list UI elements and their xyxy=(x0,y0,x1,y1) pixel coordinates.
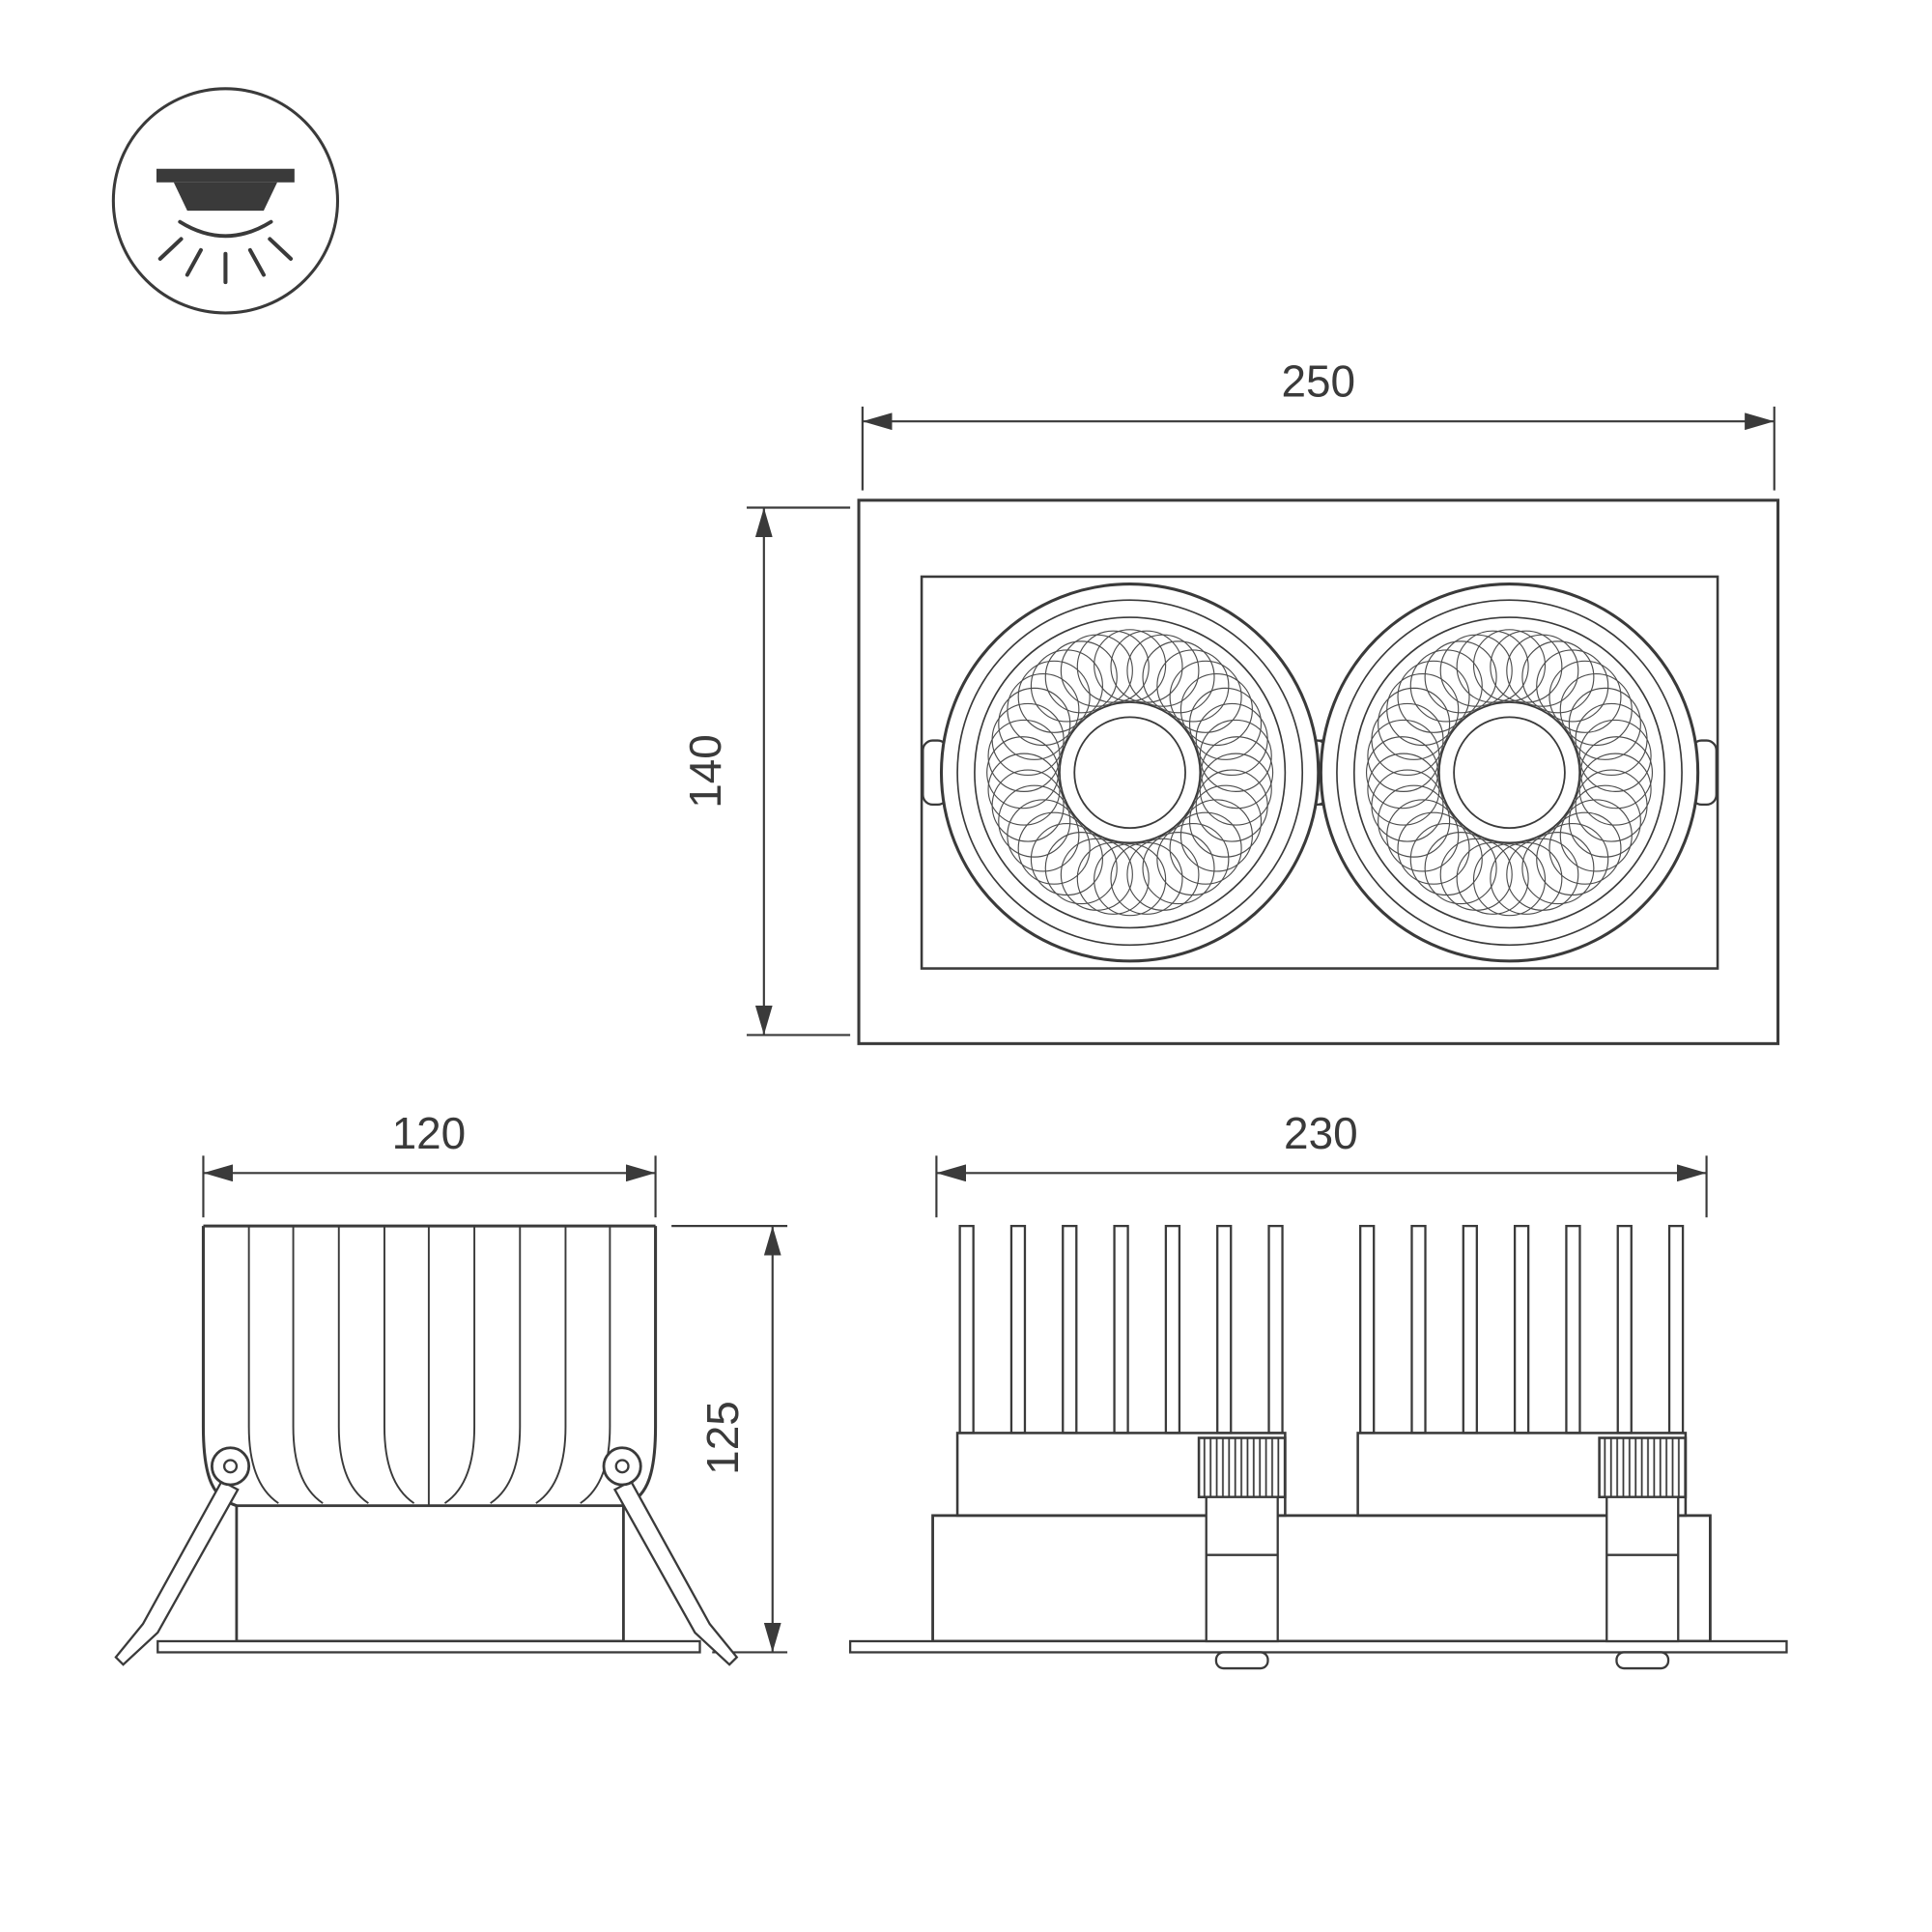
front-view: 250 140 xyxy=(680,356,1780,1045)
spot-ring xyxy=(956,599,1304,947)
light-rays-icon xyxy=(157,237,294,285)
led-chip xyxy=(1453,716,1566,830)
glow-arc xyxy=(178,219,273,239)
dimension-label-140: 140 xyxy=(680,734,730,809)
clip-spring-hatched xyxy=(1197,1436,1287,1499)
reflector-mesh xyxy=(1365,629,1654,917)
dimension-label-125: 125 xyxy=(697,1401,748,1475)
spot-ring xyxy=(1336,599,1683,947)
trim-flange xyxy=(156,1639,701,1654)
long-side-view: 230 xyxy=(848,1108,1788,1670)
clip-pivot-right xyxy=(602,1446,642,1487)
mounting-clip-right xyxy=(1598,1436,1688,1670)
clip-strap xyxy=(1205,1495,1279,1643)
recessed-downlight-icon xyxy=(111,87,340,315)
dimension-long-width: 230 xyxy=(935,1108,1708,1218)
clip-pivot-left xyxy=(210,1446,251,1487)
front-outer-frame xyxy=(857,498,1780,1045)
spring-clip-arm-right xyxy=(612,1479,739,1666)
dimension-label-250: 250 xyxy=(1281,356,1355,407)
heatsink-fins-right-unit xyxy=(1359,1224,1685,1435)
led-chip xyxy=(1073,716,1186,830)
spotlight-right xyxy=(1319,582,1700,963)
led-aperture xyxy=(1059,701,1202,844)
clip-spring-hatched xyxy=(1598,1436,1688,1499)
lamp-base-body xyxy=(235,1504,625,1643)
dimension-label-230: 230 xyxy=(1284,1108,1358,1158)
spot-ring xyxy=(974,616,1287,929)
heatsink-fins-section xyxy=(247,1226,611,1506)
dimension-label-120: 120 xyxy=(392,1108,467,1158)
ceiling-bar xyxy=(156,168,295,183)
dimension-front-height: 140 xyxy=(680,506,851,1037)
side-view: 120 125 xyxy=(114,1108,788,1666)
mounting-clip-left xyxy=(1197,1436,1287,1670)
spot-ring xyxy=(1352,616,1666,929)
clip-foot xyxy=(1214,1651,1269,1670)
clip-foot xyxy=(1615,1651,1670,1670)
dimension-front-width: 250 xyxy=(861,356,1776,491)
led-aperture xyxy=(1437,701,1581,844)
frame-base xyxy=(931,1514,1712,1643)
dimension-side-width: 120 xyxy=(202,1108,657,1218)
lamp-body xyxy=(173,182,277,212)
spring-clip-arm-left xyxy=(114,1479,240,1666)
heatsink-section xyxy=(114,1224,739,1666)
heatsink-fins-left-unit xyxy=(958,1224,1284,1435)
front-inner-frame xyxy=(920,575,1719,970)
reflector-mesh xyxy=(986,629,1274,917)
spotlight-left xyxy=(939,582,1321,963)
clip-strap xyxy=(1605,1495,1680,1643)
trim-flange xyxy=(848,1639,1788,1654)
